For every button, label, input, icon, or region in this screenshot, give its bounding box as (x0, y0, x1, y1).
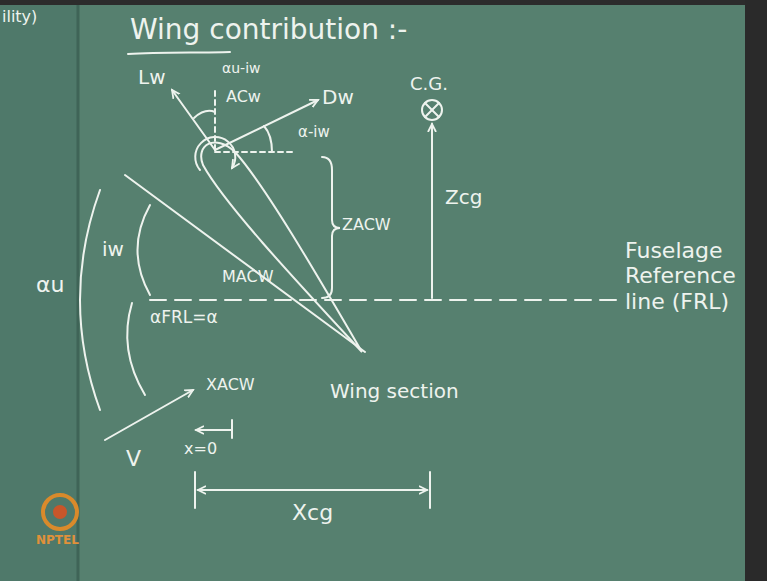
cg-symbol (425, 103, 439, 117)
vertical-reference (214, 88, 216, 150)
edge-note: ility) (2, 8, 37, 26)
horizontal-reference (215, 151, 295, 153)
angle-arc (127, 303, 145, 395)
angle-arc (138, 205, 151, 295)
logo (43, 495, 77, 529)
board-divider (77, 0, 80, 581)
lift-label: Lw (138, 66, 166, 89)
moment-arrow (195, 137, 235, 170)
cg-label: C.G. (410, 74, 448, 95)
fuselage-reference-line (150, 299, 620, 301)
dimension-line (198, 489, 427, 491)
ac-label: ACw (226, 88, 261, 106)
dimension-label: Xcg (292, 500, 333, 525)
logo-text: NPTEL (36, 534, 79, 548)
airfoil-section (201, 142, 362, 352)
zcg-dimension (431, 124, 433, 298)
angle-label: αu-iw (222, 60, 261, 76)
angle-arc (194, 111, 215, 118)
dimension-label: XACW (206, 376, 255, 394)
angle-label: αu (36, 272, 64, 297)
velocity-vector (105, 390, 193, 440)
title-underline (128, 52, 230, 54)
dimension-tick (194, 472, 196, 508)
reference-line-label: Fuselage Reference line (FRL) (625, 238, 743, 314)
chord-line (125, 175, 365, 352)
angle-label: αFRL=α (150, 308, 218, 328)
angle-arc (264, 126, 272, 152)
angle-label: iw (102, 238, 124, 261)
section-label: Wing section (330, 380, 459, 403)
dimension-label: x=0 (184, 440, 217, 458)
drag-label: Dw (322, 86, 354, 109)
dimension-label: ZACW (342, 216, 391, 234)
angle-label: α-iw (298, 124, 330, 141)
board-edge (0, 0, 78, 581)
diagram-title: Wing contribution :- (130, 14, 407, 46)
moment-label: MACW (222, 268, 273, 286)
dimension-tick (429, 472, 431, 508)
dimension-line (196, 429, 232, 431)
cg-symbol (422, 100, 442, 120)
dimension-label: Zcg (445, 186, 482, 209)
angle-arc (80, 190, 100, 410)
top-strip (0, 0, 767, 5)
cg-symbol (425, 103, 439, 117)
dimension-bracket (322, 157, 340, 298)
velocity-label: V (126, 446, 141, 471)
right-frame (745, 0, 767, 581)
lift-vector (172, 90, 215, 150)
dimension-tick (231, 420, 233, 438)
